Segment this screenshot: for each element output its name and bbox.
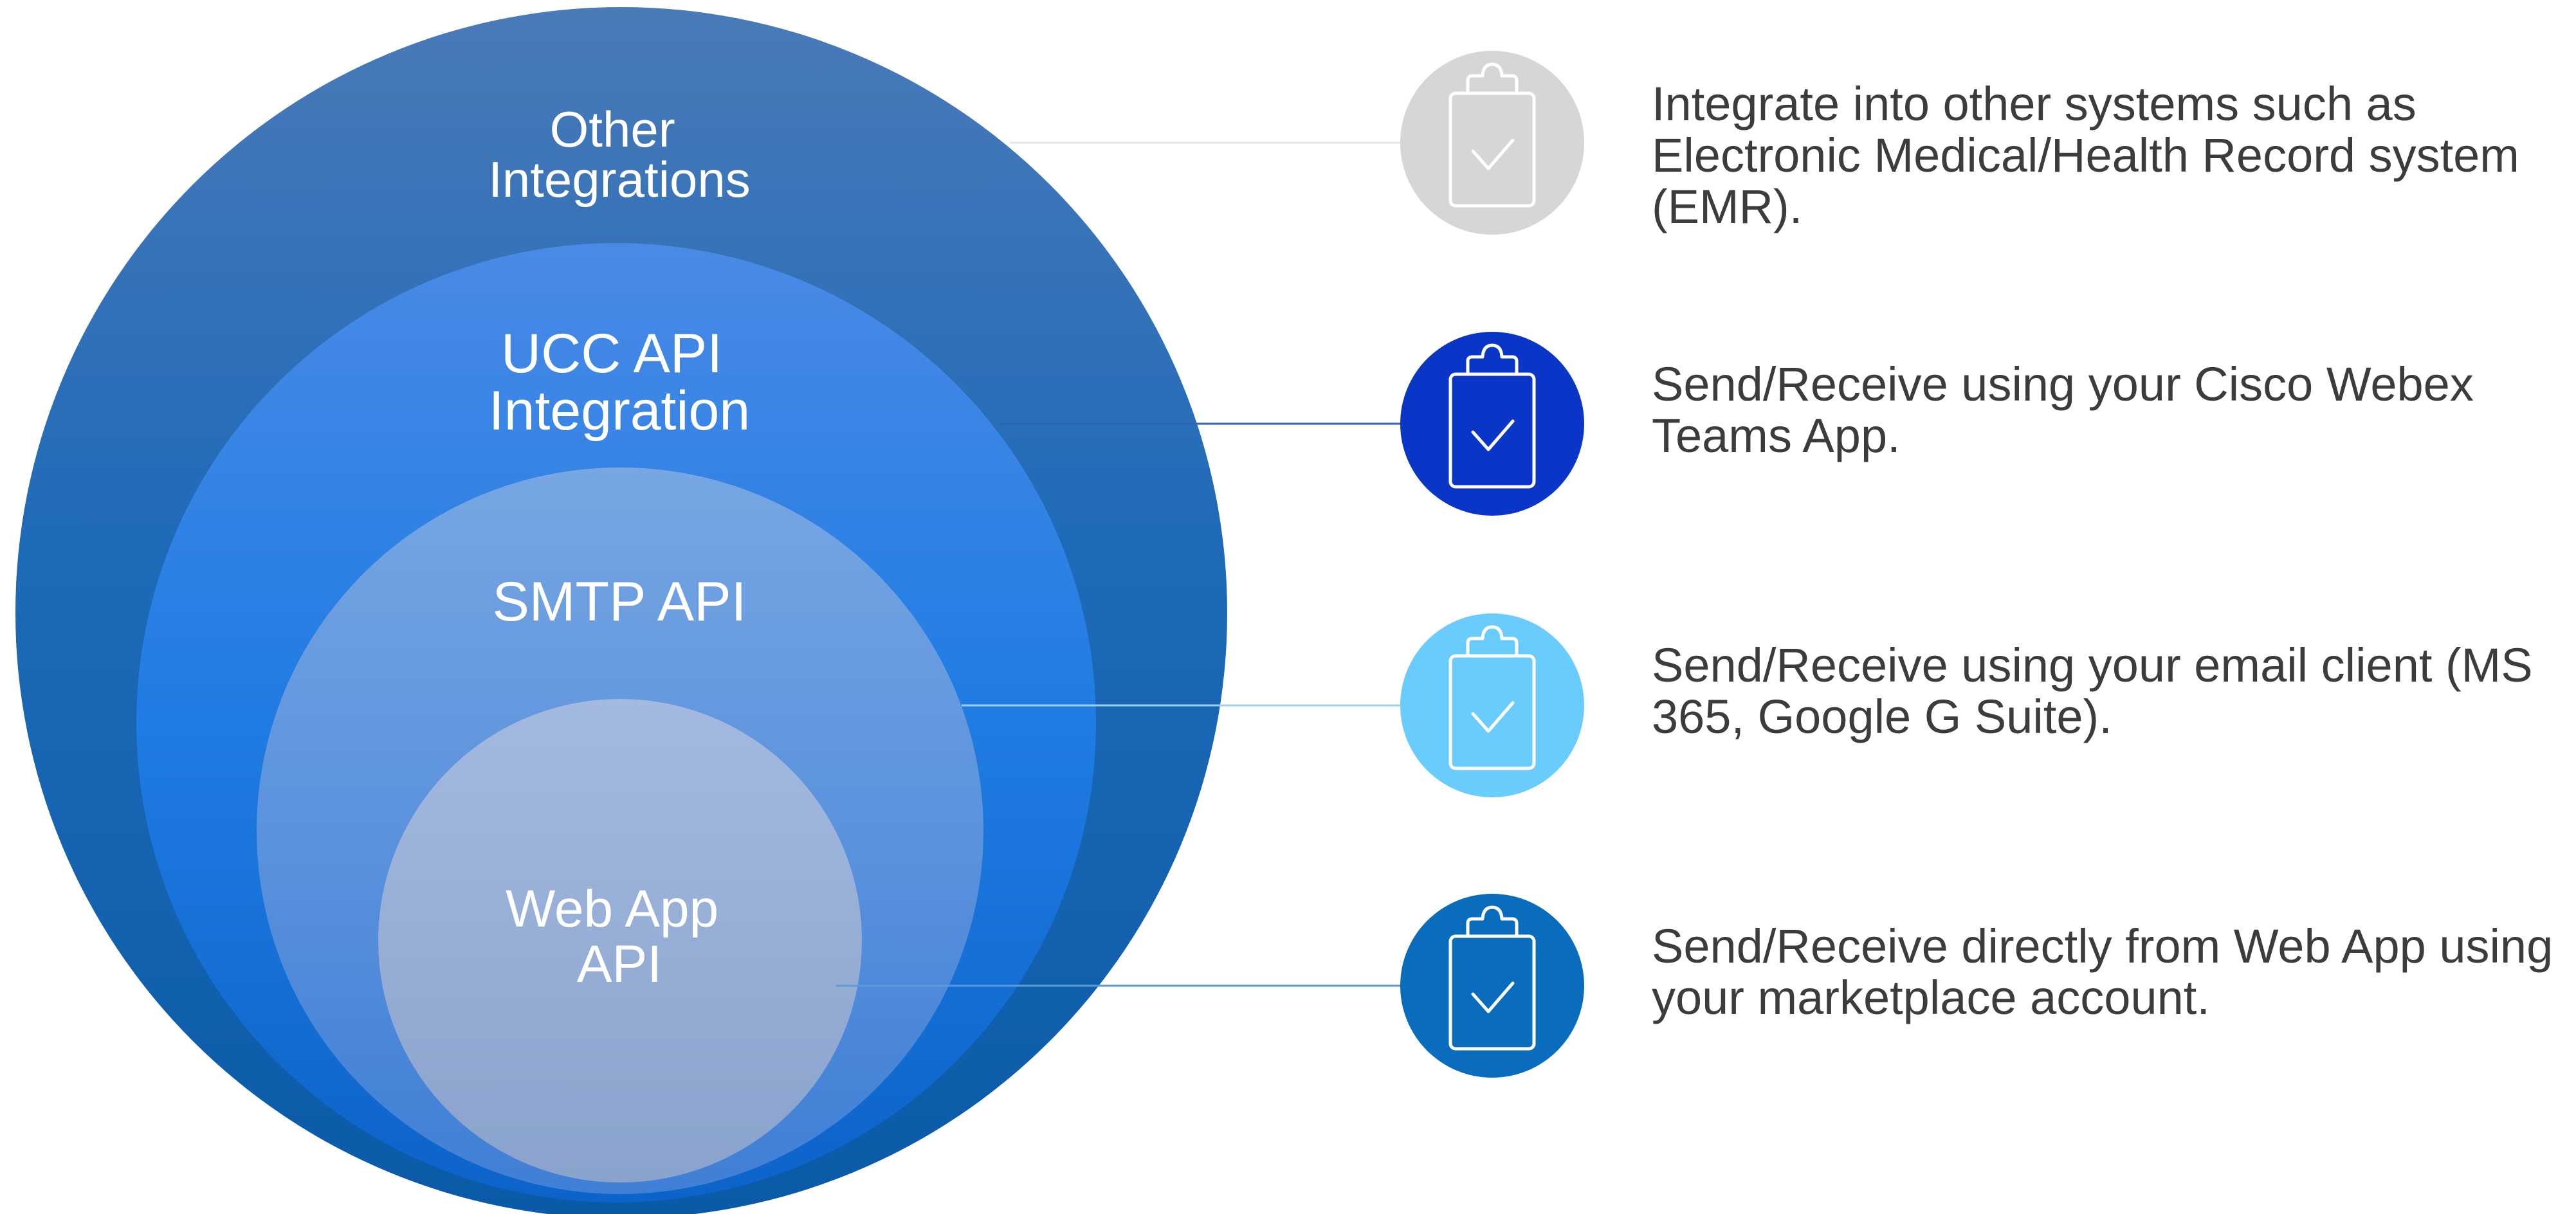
icon-background [1400, 613, 1584, 797]
label-line: UCC API [501, 323, 722, 385]
label-line: Web App [506, 880, 718, 938]
label-other-integrations: Other Integrations [488, 101, 751, 208]
icon-background [1400, 332, 1584, 516]
label-line: SMTP API [492, 571, 746, 633]
label-line: Integration [489, 380, 750, 442]
clipboard-check-icon [1448, 343, 1536, 489]
icon-circle-ucc-api [1400, 332, 1584, 516]
icon-background [1400, 51, 1584, 235]
clipboard-check-icon [1448, 625, 1536, 770]
clipboard-check-icon [1448, 905, 1536, 1051]
label-line: Other [550, 101, 675, 158]
icon-circle-smtp-api [1400, 613, 1584, 797]
icon-circle-web-app-api [1400, 894, 1584, 1078]
label-ucc-api-integration: UCC API Integration [489, 323, 750, 442]
description-other-integrations: Integrate into other systems such as Ele… [1652, 77, 2519, 233]
circle-web-app-api [378, 699, 862, 1182]
description-smtp-api: Send/Receive using your email client (MS… [1652, 639, 2533, 743]
label-smtp-api: SMTP API [492, 571, 746, 633]
icon-background [1400, 894, 1584, 1078]
label-web-app-api: Web App API [506, 880, 733, 993]
description-web-app-api: Send/Receive directly from Web App using… [1652, 920, 2553, 1024]
label-line: Integrations [488, 151, 751, 208]
description-ucc-api: Send/Receive using your Cisco Webex Team… [1652, 358, 2474, 462]
label-line: API [577, 935, 662, 993]
icon-circle-other-integrations [1400, 51, 1584, 235]
clipboard-check-icon [1448, 62, 1536, 208]
